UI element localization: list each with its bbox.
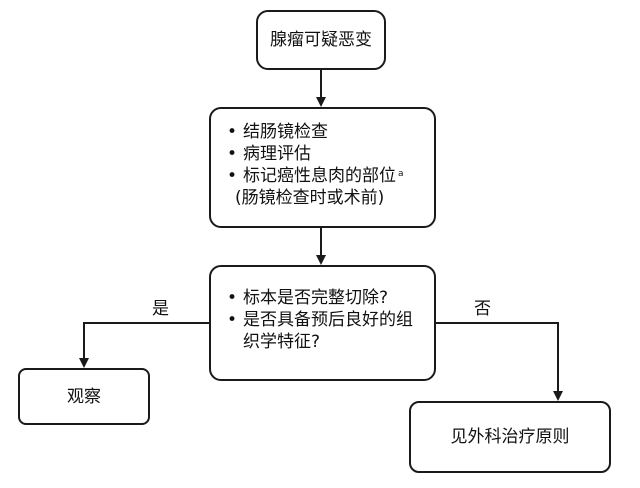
decision-question-continuation: 织学特征? — [243, 332, 321, 352]
decision-question: • 是否具备预后良好的组 — [227, 309, 434, 331]
bullet: • — [227, 122, 238, 142]
no-branch-label: 否 — [474, 299, 491, 319]
outcome-no-label: 见外科治疗原则 — [450, 427, 570, 447]
arrow-no-branch — [436, 322, 563, 401]
decision-question-resection: 标本是否完整切除? — [243, 288, 389, 308]
workup-item: • 病理评估 — [227, 143, 434, 165]
workup-item-marking: 标记癌性息肉的部位 — [243, 166, 396, 186]
bullet: • — [227, 310, 238, 330]
workup-item-pathology: 病理评估 — [243, 144, 311, 164]
decision-box: • 标本是否完整切除? • 是否具备预后良好的组 织学特征? — [209, 265, 436, 381]
workup-item-colonoscopy: 结肠镜检查 — [243, 122, 328, 142]
bullet: • — [227, 288, 238, 308]
start-box: 腺瘤可疑恶变 — [256, 10, 386, 70]
outcome-yes-box: 观察 — [18, 368, 150, 425]
outcome-no-box: 见外科治疗原则 — [409, 401, 611, 473]
yes-branch-label: 是 — [152, 299, 169, 319]
outcome-yes-label: 观察 — [67, 386, 101, 407]
decision-question: • 标本是否完整切除? — [227, 287, 434, 309]
workup-item: • 结肠镜检查 — [227, 121, 434, 143]
workup-note: (肠镜检查时或术前) — [235, 188, 385, 208]
footnote-marker: a — [398, 169, 404, 179]
start-label: 腺瘤可疑恶变 — [270, 30, 372, 50]
decision-question-histology: 是否具备预后良好的组 — [243, 310, 413, 330]
bullet: • — [227, 166, 238, 186]
bullet: • — [227, 144, 238, 164]
arrow-yes-branch — [79, 322, 209, 368]
